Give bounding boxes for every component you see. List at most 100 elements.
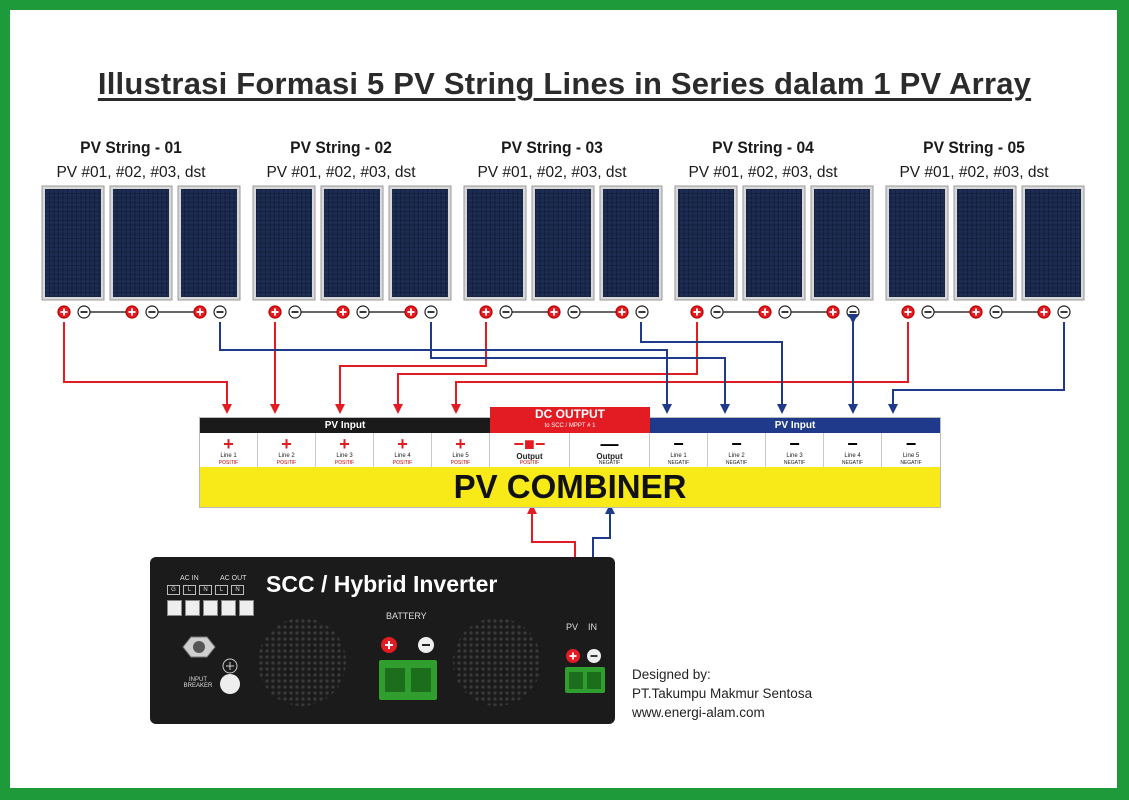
positive-terminal-icon [404, 305, 418, 319]
negative-terminal-icon [1057, 305, 1071, 319]
solar-panels [41, 185, 1085, 301]
input-breaker-label: INPUT BREAKER [183, 677, 213, 689]
wire-pos-line1 [63, 322, 232, 414]
solar-panel [810, 185, 874, 301]
string-subtitle-03: PV #01, #02, #03, dst [477, 164, 627, 181]
positive-terminal-icon [615, 305, 629, 319]
battery-label: BATTERY [386, 611, 427, 621]
solar-panel [953, 185, 1017, 301]
pv-input-header-negative: PV Input [650, 418, 940, 433]
positive-terminal-icon [547, 305, 561, 319]
wire-pos-line5 [451, 322, 909, 414]
pv-input-header-positive: PV Input [200, 418, 490, 433]
solar-panel [463, 185, 527, 301]
pv-combiner: PV Input DC OUTPUT to SCC / MPPT # 1 PV … [199, 407, 941, 508]
negative-terminal-icon [77, 305, 91, 319]
negative-terminal-icon [921, 305, 935, 319]
negative-terminal-icon [989, 305, 1003, 319]
ac-terminal-labels: G L N L N [167, 585, 244, 595]
negative-terminal-icon [499, 305, 513, 319]
solar-panel [252, 185, 316, 301]
solar-panel [885, 185, 949, 301]
solar-panel [320, 185, 384, 301]
negative-terminal-icon [288, 305, 302, 319]
solar-panel [388, 185, 452, 301]
ac-out-label: AC OUT [220, 575, 247, 582]
negative-terminal-icon [424, 305, 438, 319]
wire-neg-line1 [219, 322, 672, 414]
solar-panel [599, 185, 663, 301]
positive-terminal-icon [758, 305, 772, 319]
positive-terminal-icon [57, 305, 71, 319]
wire-neg-line3 [640, 322, 787, 414]
panel-terminals [57, 305, 1071, 319]
inverter-title: SCC / Hybrid Inverter [266, 571, 498, 597]
string-title-02: PV String - 02 [290, 138, 392, 157]
string-subtitle-02: PV #01, #02, #03, dst [266, 164, 416, 181]
diagram-title: Illustrasi Formasi 5 PV String Lines in … [97, 66, 1032, 101]
pv-label: PV [566, 622, 579, 632]
credits-line1: Designed by: [632, 667, 711, 682]
wire-neg-line5 [888, 322, 1065, 414]
combiner-label: PV COMBINER [453, 468, 687, 505]
wire-pos-line3 [335, 322, 487, 414]
ac-in-label: AC IN [180, 575, 199, 582]
positive-wires [63, 322, 909, 613]
string-title-04: PV String - 04 [712, 138, 814, 157]
credits-company: PT.Takumpu Makmur Sentosa [632, 686, 813, 701]
positive-terminal-icon [125, 305, 139, 319]
solar-panel [531, 185, 595, 301]
positive-terminal-icon [826, 305, 840, 319]
negative-terminal-icon [213, 305, 227, 319]
ac-terminal-block [167, 600, 254, 616]
dc-output-label: DC OUTPUT [535, 407, 605, 421]
positive-terminal-icon [193, 305, 207, 319]
positive-terminal-icon [479, 305, 493, 319]
positive-terminal-icon [268, 305, 282, 319]
solar-panel [109, 185, 173, 301]
string-subtitle-05: PV #01, #02, #03, dst [899, 164, 1049, 181]
positive-terminal-icon [901, 305, 915, 319]
negative-terminal-icon [356, 305, 370, 319]
string-title-03: PV String - 03 [501, 138, 603, 157]
negative-terminal-icon [846, 305, 860, 319]
negative-terminal-icon [778, 305, 792, 319]
negative-terminal-icon [567, 305, 581, 319]
solar-panel [742, 185, 806, 301]
credits: Designed by: PT.Takumpu Makmur Sentosa w… [632, 665, 812, 722]
positive-terminal-icon [1037, 305, 1051, 319]
dc-output-sub: to SCC / MPPT # 1 [544, 423, 596, 429]
positive-terminal-icon [969, 305, 983, 319]
solar-panel [41, 185, 105, 301]
hybrid-inverter: SCC / Hybrid Inverter AC IN AC OUT G L N… [150, 557, 615, 724]
positive-terminal-icon [690, 305, 704, 319]
positive-terminal-icon [336, 305, 350, 319]
negative-terminal-icon [145, 305, 159, 319]
in-label: IN [588, 622, 597, 632]
string-title-01: PV String - 01 [80, 138, 182, 157]
negative-terminal-icon [710, 305, 724, 319]
negative-terminal-icon [635, 305, 649, 319]
credits-website[interactable]: www.energi-alam.com [632, 705, 765, 720]
solar-panel [674, 185, 738, 301]
solar-panel [177, 185, 241, 301]
wire-neg-line2 [430, 322, 730, 414]
string-subtitle-04: PV #01, #02, #03, dst [688, 164, 838, 181]
string-title-05: PV String - 05 [923, 138, 1025, 157]
solar-panel [1021, 185, 1085, 301]
dc-output-header: DC OUTPUT to SCC / MPPT # 1 [490, 407, 650, 433]
wire-pos-line4 [393, 322, 698, 414]
